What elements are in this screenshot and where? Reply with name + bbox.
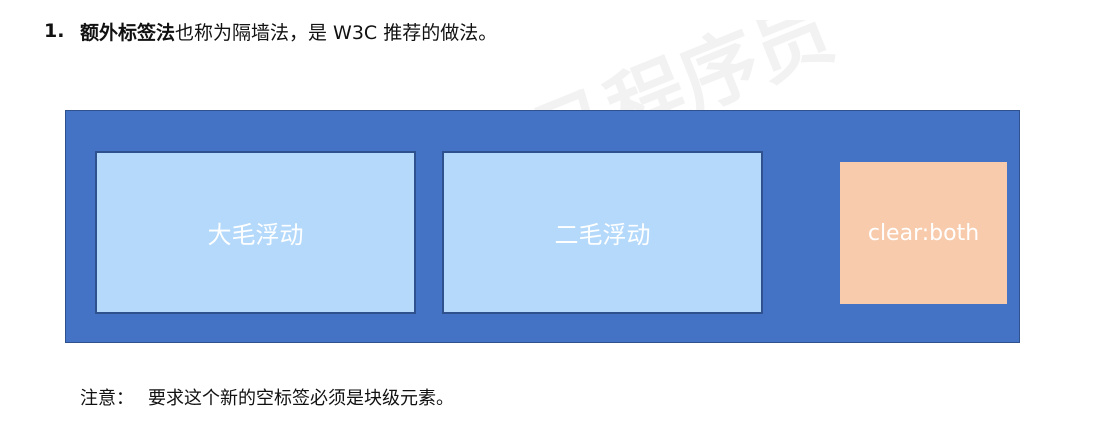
heading-number: 1.: [44, 20, 65, 42]
float-box-dama: 大毛浮动: [95, 151, 416, 314]
float-box-dama-label: 大毛浮动: [207, 221, 304, 249]
clear-both-label: clear:both: [867, 220, 980, 246]
heading-bold-term: 额外标签法: [80, 21, 176, 44]
section-heading: 1. 额外标签法 也称为隔墙法，是 W3C 推荐的做法。: [44, 16, 497, 46]
float-box-ermao: 二毛浮动: [442, 151, 763, 314]
note-text: 要求这个新的空标签必须是块级元素。: [148, 388, 454, 409]
note-label: 注意：: [80, 388, 134, 409]
note-paragraph: 注意： 要求这个新的空标签必须是块级元素。: [80, 382, 454, 412]
heading-description: 也称为隔墙法，是 W3C 推荐的做法。: [175, 21, 498, 44]
parent-container-diagram: 大毛浮动 二毛浮动 clear:both: [65, 110, 1020, 343]
float-box-ermao-label: 二毛浮动: [554, 221, 651, 249]
clear-both-box: clear:both: [840, 162, 1007, 304]
